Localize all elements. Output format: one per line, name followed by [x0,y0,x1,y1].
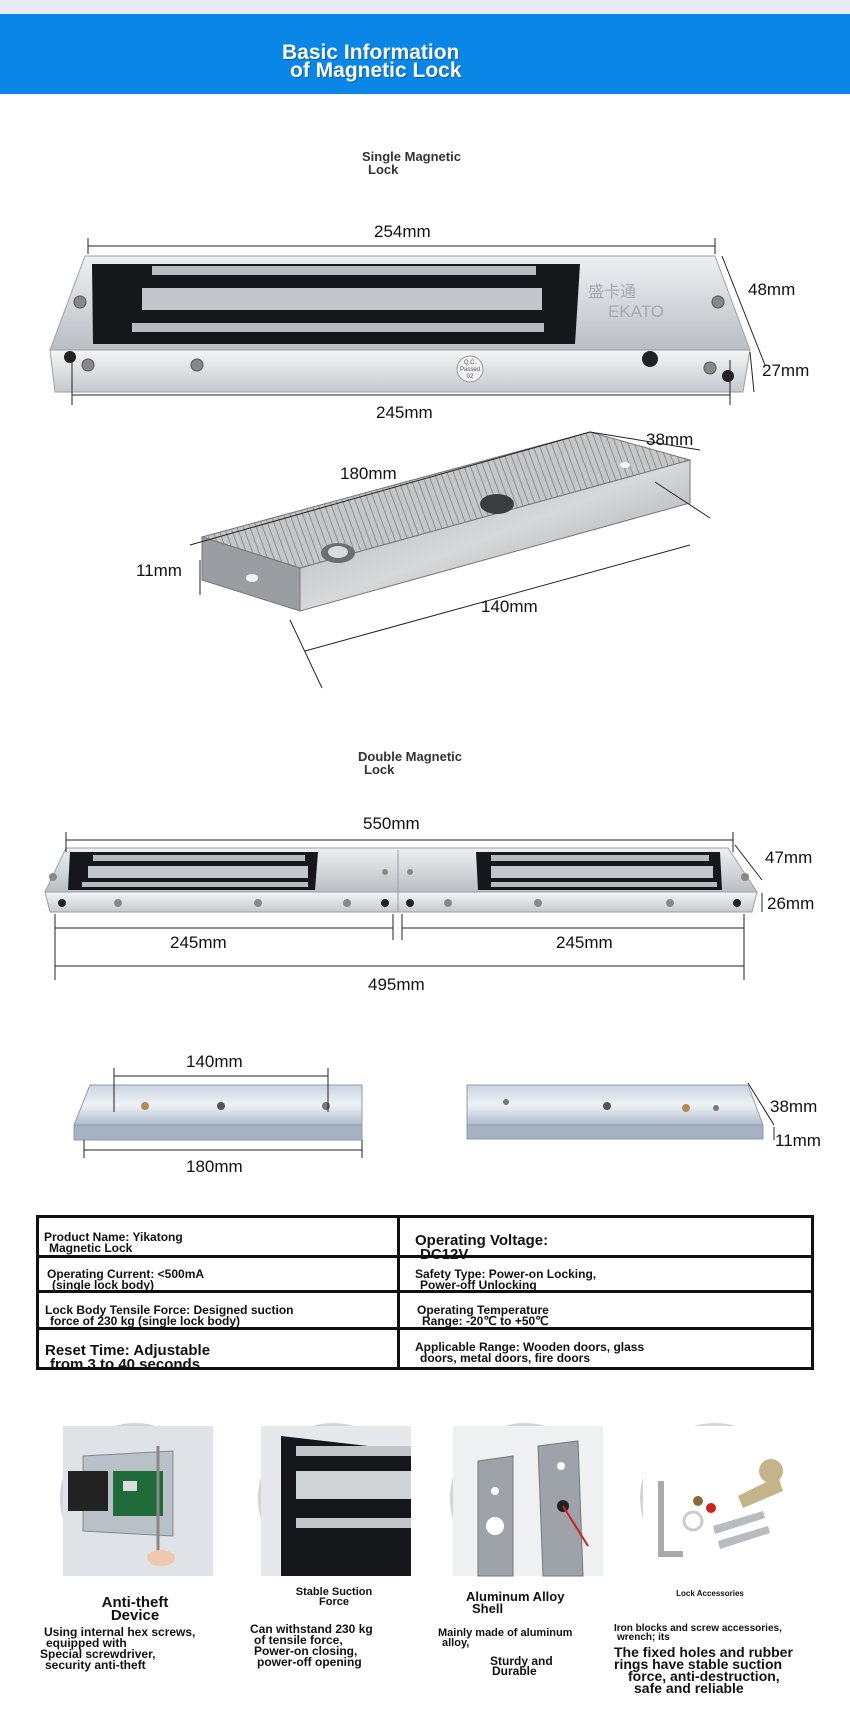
qc-sticker-line2: Passed [460,367,480,373]
dim-double-plate-width: 38mm [770,1097,818,1116]
dim-double-plate-length: 180mm [186,1157,243,1176]
brand-logo: EKATO [608,302,664,321]
spec-current: Operating Current: <500mA (single lock b… [47,1267,205,1292]
header-banner: Basic Information of Magnetic Lock [0,14,850,94]
double-lock-body [44,847,758,913]
dim-plate-width: 38mm [646,430,694,449]
page-title: Basic Information of Magnetic Lock [282,41,462,82]
feature-aluminum-desc: Mainly made of aluminum alloy, Sturdy an… [438,1627,573,1678]
double-armature-plates [73,1084,764,1141]
spec-table: Product Name: Yikatong Magnetic Lock Ope… [36,1215,814,1373]
spec-tensile-force: Lock Body Tensile Force: Designed suctio… [45,1303,294,1328]
dim-double-right-length: 245mm [556,933,613,952]
feature-anti-theft-title: Anti-theft Device [101,1594,169,1624]
single-lock-dimension-lines [71,238,766,405]
double-lock-dimension-lines [54,832,763,980]
dim-plate-length: 180mm [340,464,397,483]
feature-image-aluminum [450,1423,603,1577]
dim-single-bottom-length: 245mm [376,403,433,422]
table-row-divider [39,1290,811,1293]
single-lock-heading: Single Magnetic Lock [362,149,461,177]
dim-single-height-side: 27mm [762,361,810,380]
spec-temperature: Operating Temperature Range: -20℃ to +50… [417,1303,549,1328]
spec-safety-type: Safety Type: Power-on Locking, Power-off… [415,1267,597,1292]
svg-text:盛卡通: 盛卡通 [588,283,636,301]
double-plate-dimension-lines [83,1068,775,1158]
dim-double-plate-thickness: 11mm [775,1131,821,1150]
dim-double-left-length: 245mm [170,933,227,952]
qc-sticker-line1: Q.C. [464,360,477,366]
spec-applicable-range: Applicable Range: Wooden doors, glass do… [415,1340,645,1365]
feature-image-suction [258,1423,411,1576]
spec-reset-time: Reset Time: Adjustable from 3 to 40 seco… [45,1342,211,1373]
dim-double-top-length: 550mm [363,814,420,833]
dim-double-height-side: 26mm [767,894,815,913]
dim-double-plate-hole-spacing: 140mm [186,1052,243,1071]
feature-suction-desc: Can withstand 230 kg of tensile force, P… [250,1622,373,1669]
feature-accessories-desc: Iron blocks and screw accessories, wrenc… [614,1623,793,1696]
dim-plate-thickness: 11mm [136,561,182,580]
feature-image-accessories [640,1423,793,1576]
dim-double-total-length: 495mm [368,975,425,994]
dim-double-height-front: 47mm [765,848,813,867]
table-row-divider [39,1255,811,1258]
spec-product-name: Product Name: Yikatong Magnetic Lock [44,1230,183,1255]
dim-plate-hole-spacing: 140mm [481,597,538,616]
spec-voltage: Operating Voltage: DC12V [415,1232,549,1262]
feature-suction-title: Stable Suction Force [295,1586,373,1608]
double-lock-heading: Double Magnetic Lock [358,749,463,777]
dim-single-height-front: 48mm [748,280,796,299]
feature-aluminum-title: Aluminum Alloy Shell [466,1589,565,1616]
feature-anti-theft-desc: Using internal hex screws, equipped with… [40,1625,196,1672]
top-strip [0,0,850,14]
qc-sticker-line3: 02 [467,374,474,380]
single-plate-dimension-lines [189,431,711,689]
feature-accessories-title: Lock Accessories [676,1589,744,1598]
single-lock-body: 盛卡通 EKATO Q.C. Passed 02 [49,255,751,393]
feature-image-anti-theft [60,1423,213,1576]
dim-single-top-length: 254mm [374,222,431,241]
single-armature-plate [200,431,692,612]
table-row-divider [39,1327,811,1330]
